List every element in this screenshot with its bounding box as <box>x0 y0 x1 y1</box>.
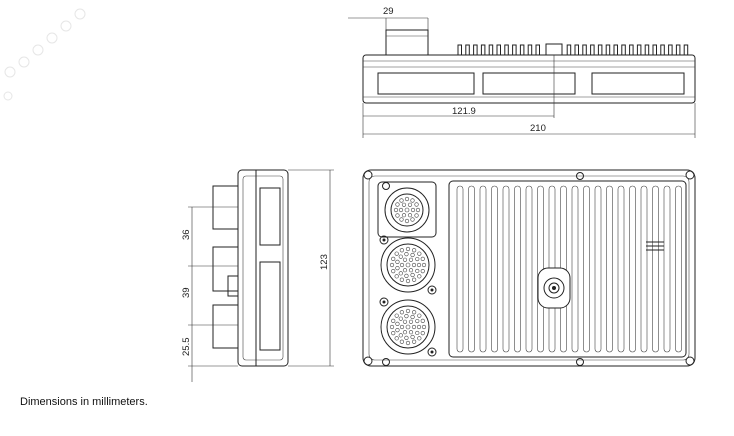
watermark-circles <box>3 8 86 101</box>
dim-top-connector-width: 29 <box>383 6 394 17</box>
dim-side-1: 36 <box>181 229 192 240</box>
front-view <box>362 169 696 367</box>
dim-side-height: 123 <box>319 254 330 270</box>
top-view: 29 121.9 210 <box>348 6 696 138</box>
caption: Dimensions in millimeters. <box>20 396 148 408</box>
top-fins <box>457 44 689 56</box>
dim-overall-length: 210 <box>530 123 546 134</box>
front-body <box>362 169 696 367</box>
connector-top <box>377 181 437 238</box>
dim-side-2: 39 <box>181 287 192 298</box>
connector-middle <box>379 235 437 295</box>
connector-bottom <box>379 297 437 357</box>
top-connector <box>385 29 429 56</box>
side-view: 123 36 39 25.5 <box>181 169 334 382</box>
top-body <box>362 54 696 104</box>
dim-top-offset: 121.9 <box>452 106 476 117</box>
dim-side-3: 25.5 <box>181 338 192 357</box>
front-fins <box>456 185 682 353</box>
